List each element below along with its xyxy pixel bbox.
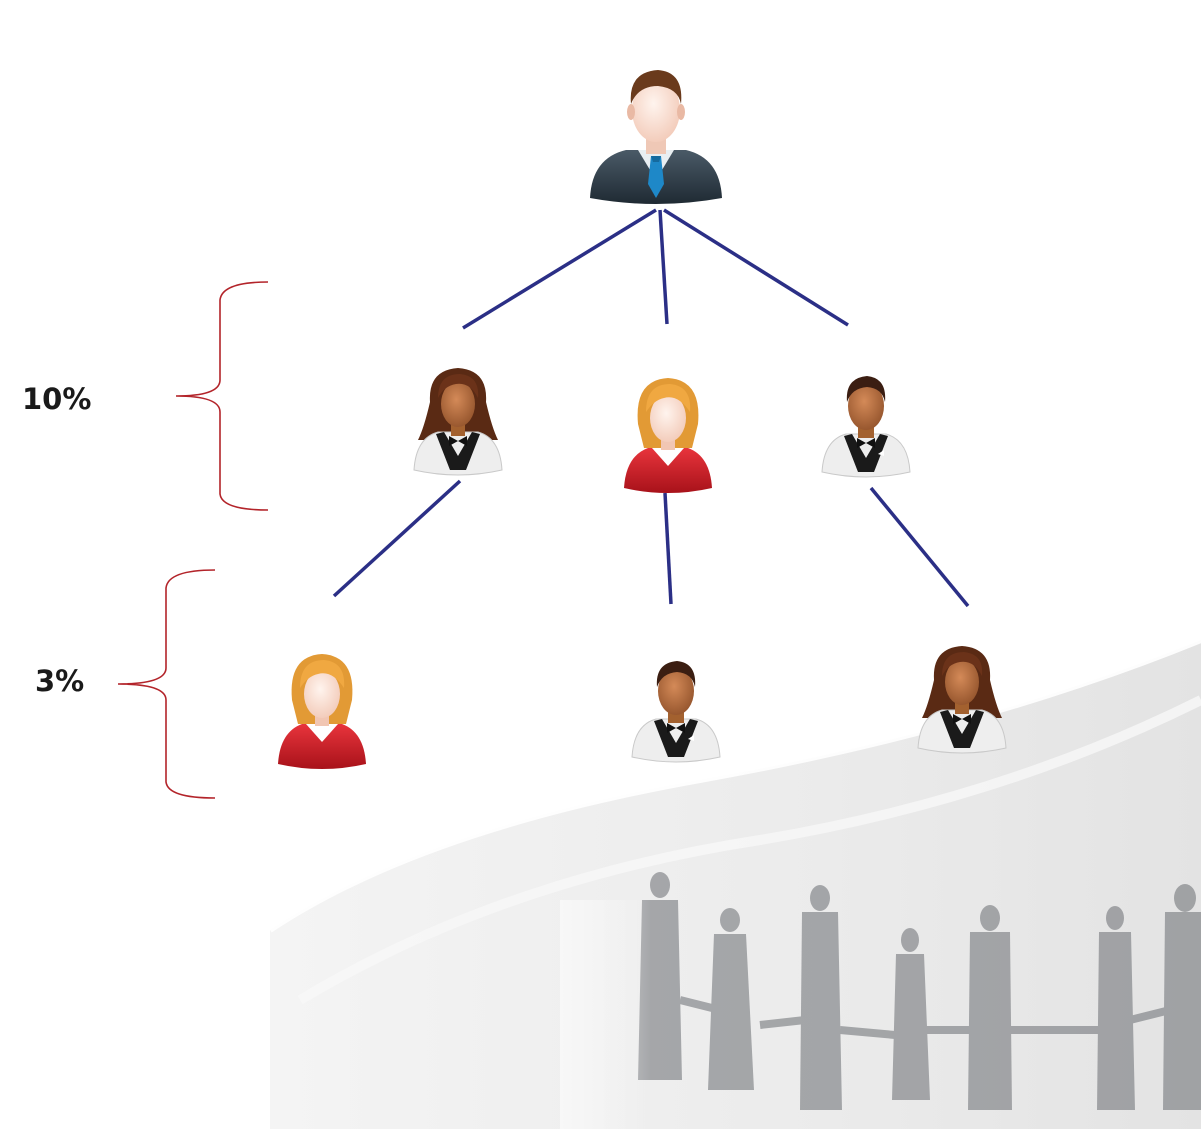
waitress-icon xyxy=(917,645,1007,754)
connector-l1-center-to-l2-center xyxy=(663,492,673,605)
connector-lines xyxy=(332,208,970,608)
level-1-bracket xyxy=(175,281,269,511)
businesswoman-icon xyxy=(624,378,712,493)
connector-l1-left-to-l2-left xyxy=(332,479,462,598)
level-2-percentage-label: 3% xyxy=(35,664,85,698)
connector-manager-to-l1-right xyxy=(663,208,849,327)
background-wave xyxy=(268,637,1201,1129)
connector-manager-to-l1-left xyxy=(462,208,657,330)
waitress-icon xyxy=(413,367,503,476)
waiter-icon xyxy=(821,375,911,478)
connector-l1-right-to-l2-right xyxy=(869,486,970,608)
connector-manager-to-l1-center xyxy=(658,209,669,325)
level-1-percentage-label: 10% xyxy=(22,382,92,416)
businesswoman-icon xyxy=(278,654,366,769)
waiter-icon xyxy=(631,660,721,763)
level-2-bracket xyxy=(117,569,216,799)
crowd-silhouette-image xyxy=(560,872,1201,1129)
manager-icon xyxy=(590,70,722,204)
